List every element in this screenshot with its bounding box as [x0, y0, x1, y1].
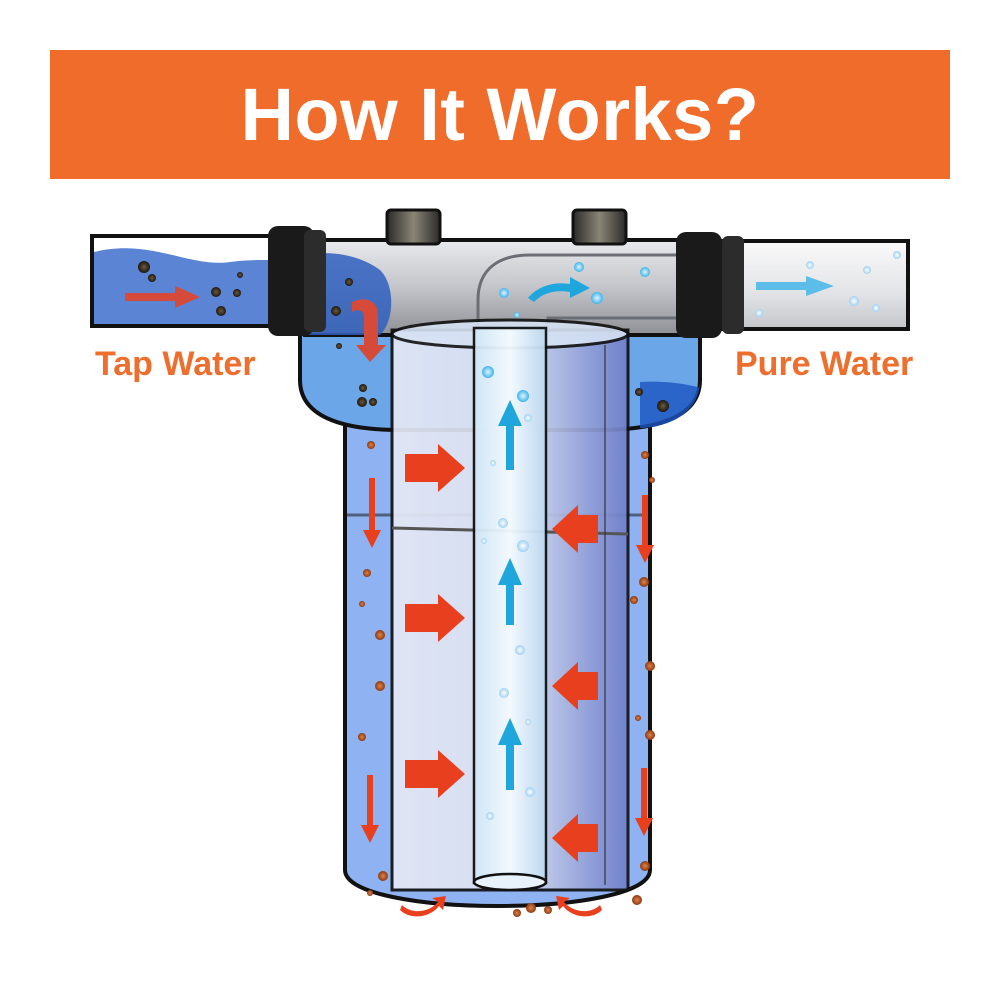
water-bubble-icon [525, 787, 535, 797]
water-bubble-icon [574, 262, 584, 272]
dirt-particle-icon [331, 306, 341, 316]
pure-water-label: Pure Water [735, 345, 914, 383]
water-bubble-icon [486, 812, 494, 820]
title-banner: How It Works? [50, 50, 950, 179]
sediment-particle-icon [367, 890, 373, 896]
water-bubble-icon [525, 719, 531, 725]
sediment-particle-icon [513, 909, 521, 917]
red-flow-arrow-icon [552, 662, 598, 710]
sediment-particle-icon [544, 906, 552, 914]
sediment-particle-icon [378, 871, 388, 881]
red-flow-arrow-icon [556, 896, 602, 917]
water-bubble-icon [490, 460, 496, 466]
water-bubble-icon [591, 292, 603, 304]
red-flow-arrow-icon [405, 444, 465, 492]
water-bubble-icon [499, 688, 509, 698]
water-bubble-icon [514, 312, 520, 318]
water-bubble-icon [524, 414, 532, 422]
dirt-particle-icon [357, 397, 367, 407]
water-bubble-icon [806, 261, 814, 269]
dirt-particle-icon [369, 398, 377, 406]
red-flow-arrow-icon [552, 505, 598, 553]
filter-head [303, 208, 702, 337]
red-flow-arrow-icon [552, 814, 598, 862]
dirt-particle-icon [148, 274, 156, 282]
water-bubble-icon [755, 309, 763, 317]
red-flow-arrow-icon [405, 594, 465, 642]
sediment-particle-icon [367, 441, 375, 449]
sediment-particle-icon [635, 715, 641, 721]
water-bubble-icon [517, 540, 529, 552]
red-flow-arrow-icon [352, 299, 386, 362]
tap-water-label: Tap Water [95, 345, 256, 383]
red-flow-arrow-icon [635, 768, 653, 836]
dirt-particle-icon [216, 306, 226, 316]
red-flow-arrow-icon [125, 286, 200, 308]
sediment-particle-icon [632, 895, 642, 905]
sediment-particle-icon [641, 451, 649, 459]
water-bubble-icon [849, 296, 859, 306]
water-bubble-icon [517, 390, 529, 402]
sediment-particle-icon [375, 681, 385, 691]
red-flow-arrow-icon [636, 495, 654, 563]
dirt-particle-icon [211, 287, 221, 297]
sediment-particle-icon [645, 661, 655, 671]
dirt-particle-icon [138, 261, 150, 273]
water-bubble-icon [499, 288, 509, 298]
sediment-particle-icon [649, 477, 655, 483]
pipe-collars [268, 226, 744, 338]
red-flow-arrow-icon [361, 775, 379, 843]
dirt-particle-icon [233, 289, 241, 297]
sediment-particle-icon [358, 733, 366, 741]
blue-flow-arrow-icon [498, 400, 522, 470]
water-bubble-icon [893, 251, 901, 259]
blue-flow-arrow-icon [528, 277, 590, 302]
red-flow-arrow-icon [363, 478, 381, 548]
sediment-particle-icon [375, 630, 385, 640]
blue-flow-arrow-icon [498, 718, 522, 790]
sediment-particle-icon [640, 861, 650, 871]
water-bubble-icon [863, 266, 871, 274]
dirt-particle-icon [237, 272, 243, 278]
water-bubble-icon [872, 304, 880, 312]
water-bubble-icon [515, 645, 525, 655]
water-bubble-icon [481, 538, 487, 544]
water-bubble-icon [640, 267, 650, 277]
sediment-particle-icon [645, 730, 655, 740]
dirt-particle-icon [359, 384, 367, 392]
water-bubble-icon [498, 518, 508, 528]
dirt-particle-icon [635, 388, 643, 396]
dirt-particle-icon [345, 278, 353, 286]
blue-flow-arrow-icon [498, 558, 522, 625]
page-title: How It Works? [240, 73, 760, 156]
sediment-particle-icon [359, 601, 365, 607]
water-bubble-icon [482, 366, 494, 378]
red-flow-arrow-icon [405, 750, 465, 798]
dirt-particle-icon [657, 400, 669, 412]
blue-flow-arrow-icon [756, 276, 834, 296]
dirt-particle-icon [336, 343, 342, 349]
sediment-particle-icon [363, 569, 371, 577]
sediment-particle-icon [639, 577, 649, 587]
sediment-particle-icon [526, 903, 536, 913]
red-flow-arrow-icon [400, 896, 446, 917]
sediment-particle-icon [630, 596, 638, 604]
